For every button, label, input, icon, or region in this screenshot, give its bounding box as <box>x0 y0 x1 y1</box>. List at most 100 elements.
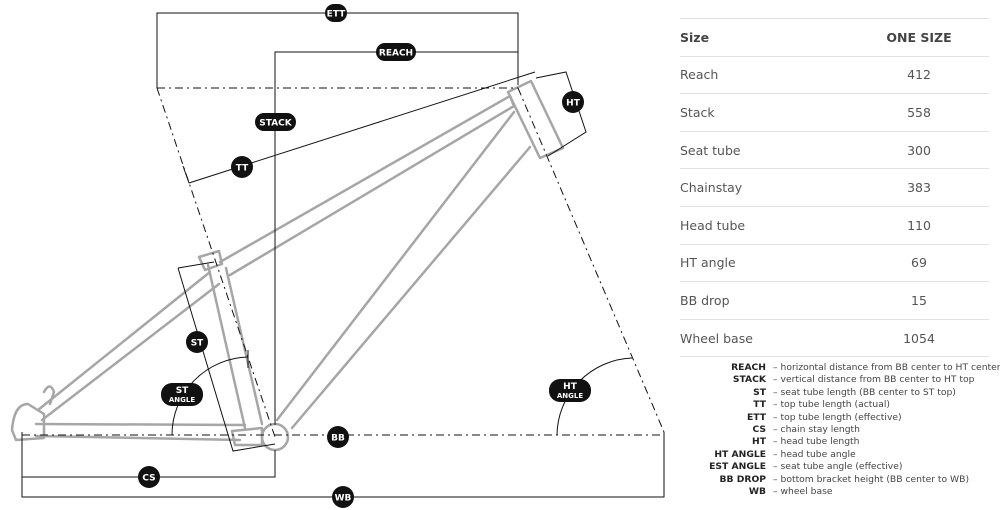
legend-abbr: HT <box>752 436 766 448</box>
legend-desc: – head tube length <box>773 436 860 448</box>
legend-desc: – head tube angle <box>773 448 856 460</box>
st-angle-label-line1: ST <box>176 386 189 396</box>
construction-line-right <box>517 87 665 433</box>
row-label: BB drop <box>680 292 730 308</box>
legend-item: TT – top tube length (actual) <box>700 399 1000 411</box>
legend-desc: – top tube length (effective) <box>773 411 902 423</box>
legend-item: CS – chain stay length <box>700 424 1000 436</box>
seat-tube <box>206 263 264 430</box>
st-label: ST <box>191 339 204 349</box>
legend-abbr: EST ANGLE <box>709 461 766 473</box>
legend-abbr: ETT <box>746 411 766 423</box>
row-value: 412 <box>907 67 931 83</box>
badge-cs: CS <box>138 466 160 488</box>
abbreviation-legend: REACH – horizontal distance from BB cente… <box>700 362 1000 498</box>
wb-label: WB <box>335 494 352 504</box>
reach-dimension-line <box>274 51 519 425</box>
legend-item: HT – head tube length <box>700 436 1000 448</box>
chain-stay <box>34 422 247 442</box>
bike-frame <box>10 79 565 452</box>
row-value: 558 <box>907 104 931 120</box>
reach-label: REACH <box>379 49 413 59</box>
legend-item: ST– seat tube length (BB center to ST to… <box>700 387 1000 399</box>
bb-lug <box>230 426 264 447</box>
legend-item: REACH – horizontal distance from BB cente… <box>700 362 1000 374</box>
row-value: 69 <box>911 255 927 271</box>
row-value: 383 <box>907 180 931 196</box>
ett-dimension-line <box>156 12 519 88</box>
legend-desc: – seat tube angle (effective) <box>773 461 903 473</box>
badge-stack: STACK <box>255 113 296 131</box>
legend-abbr: STACK <box>732 374 766 386</box>
legend-abbr: TT <box>753 399 766 411</box>
table-row: Chainstay 383 <box>680 169 989 207</box>
badge-ht: HT <box>562 91 584 113</box>
row-value: 110 <box>907 217 931 233</box>
row-label: Seat tube <box>680 142 741 158</box>
head-tube <box>506 79 565 160</box>
ht-angle-label-line1: HT <box>563 382 578 392</box>
top-tube <box>218 94 516 277</box>
legend-abbr: HT ANGLE <box>714 448 766 460</box>
legend-desc: – wheel base <box>773 486 833 498</box>
badge-bb: BB <box>327 426 349 448</box>
legend-item: STACK – vertical distance from BB center … <box>700 374 1000 386</box>
table-row: BB drop 15 <box>680 282 989 320</box>
table-row: Seat tube 300 <box>680 132 989 170</box>
table-row: Stack 558 <box>680 94 989 132</box>
row-value: 15 <box>911 292 927 308</box>
row-label: HT angle <box>680 255 736 271</box>
legend-item: BB DROP – bottom bracket height (BB cente… <box>700 474 1000 486</box>
badge-reach: REACH <box>376 43 416 61</box>
table-row: HT angle 69 <box>680 245 989 283</box>
bb-label: BB <box>331 434 345 444</box>
badge-st-angle: ST ANGLE <box>161 383 203 406</box>
frame-geometry-diagram: ETT REACH STACK HT TT ST ST ANGLE HT ANG… <box>10 4 665 508</box>
legend-desc: – top tube length (actual) <box>773 399 890 411</box>
bottom-bracket-shell <box>260 422 290 452</box>
rear-dropout <box>10 402 46 442</box>
legend-abbr: WB <box>748 486 766 498</box>
st-angle-label-line2: ANGLE <box>169 396 195 404</box>
badge-ht-angle: HT ANGLE <box>549 379 591 402</box>
row-label: Wheel base <box>680 330 753 346</box>
table-row: Head tube 110 <box>680 207 989 245</box>
cs-label: CS <box>142 474 155 484</box>
ht-label: HT <box>566 99 581 109</box>
dropout-tab <box>42 385 56 406</box>
legend-item: ETT – top tube length (effective) <box>700 412 1000 424</box>
legend-desc: – vertical distance from BB center to HT… <box>773 374 975 386</box>
row-label: Stack <box>680 104 715 120</box>
badge-tt: TT <box>231 156 253 178</box>
legend-abbr: CS <box>752 424 766 436</box>
legend-desc: – horizontal distance from BB center to … <box>773 362 1000 373</box>
table-row: Reach 412 <box>680 57 989 95</box>
badge-st: ST <box>186 331 208 353</box>
row-label: Chainstay <box>680 180 743 196</box>
row-label: Reach <box>680 67 719 83</box>
down-tube <box>275 110 532 430</box>
construction-line-left <box>156 87 276 438</box>
stack-label: STACK <box>259 119 292 129</box>
legend-abbr: REACH <box>731 362 766 373</box>
row-value: 1054 <box>903 330 935 346</box>
ht-angle-label-line2: ANGLE <box>557 392 583 400</box>
table-header-row: Size ONE SIZE <box>680 18 989 57</box>
badge-wb: WB <box>332 486 354 508</box>
table-header-size: Size <box>680 29 710 45</box>
geometry-table: Size ONE SIZE Reach 412 Stack 558 Seat t… <box>680 18 989 358</box>
row-value: 300 <box>907 142 931 158</box>
legend-abbr: BB DROP <box>719 473 766 485</box>
seat-clamp <box>197 249 224 272</box>
ett-label: ETT <box>327 10 346 20</box>
table-header-one-size: ONE SIZE <box>886 29 952 45</box>
st-angle-arc <box>171 350 249 436</box>
legend-abbr: ST <box>753 386 766 398</box>
st-dimension-line <box>177 261 276 452</box>
row-label: Head tube <box>680 217 746 233</box>
legend-item: WB – wheel base <box>700 486 1000 498</box>
legend-item: EST ANGLE – seat tube angle (effective) <box>700 461 1000 473</box>
legend-desc: – chain stay length <box>773 424 860 436</box>
table-row: Wheel base 1054 <box>680 320 989 358</box>
legend-desc: – bottom bracket height (BB center to WB… <box>773 473 970 485</box>
